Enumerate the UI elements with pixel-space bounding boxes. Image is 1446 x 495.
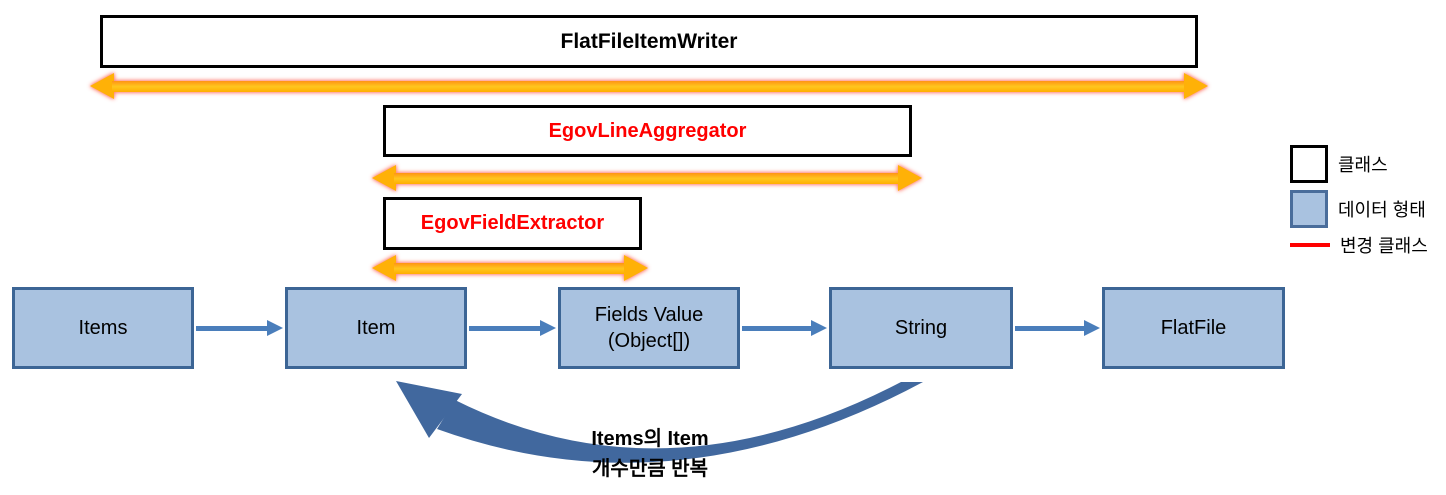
class-box-label: FlatFileItemWriter xyxy=(560,29,738,53)
arrow-bar xyxy=(742,325,811,331)
legend-label: 데이터 형태 xyxy=(1338,200,1426,220)
data-box-fields-value: Fields Value (Object[]) xyxy=(558,287,740,369)
loop-annotation-line1: Items의 Item xyxy=(591,428,709,450)
data-box-label: FlatFile xyxy=(1160,317,1227,339)
legend-label: 변경 클래스 xyxy=(1340,236,1428,256)
arrow-left-head-icon xyxy=(372,165,396,191)
class-box-egovfieldextractor: EgovFieldExtractor xyxy=(383,197,642,250)
data-box-items: Items xyxy=(12,287,194,369)
arrow-bar xyxy=(469,325,540,331)
arrow-head-icon xyxy=(540,320,556,336)
arrow-left-head-icon xyxy=(90,73,114,99)
data-box-label: Item xyxy=(356,317,396,339)
arrow-right-head-icon xyxy=(624,255,648,281)
span-arrow-flatfileitemwriter xyxy=(90,73,1208,99)
class-box-label: EgovFieldExtractor xyxy=(420,212,605,234)
span-arrow-egovfieldextractor xyxy=(372,255,648,281)
arrow-bar xyxy=(112,80,1186,92)
arrow-right-head-icon xyxy=(1184,73,1208,99)
flow-arrow-item-to-fieldsvalue xyxy=(469,320,556,336)
arrow-head-icon xyxy=(811,320,827,336)
data-box-flatfile: FlatFile xyxy=(1102,287,1285,369)
loop-annotation-line2: 개수만큼 반복 xyxy=(592,458,708,480)
arrow-bar xyxy=(394,262,626,274)
data-type-swatch-icon xyxy=(1290,190,1328,228)
legend-item-class: 클래스 xyxy=(1290,145,1388,183)
flow-arrow-fieldsvalue-to-string xyxy=(742,320,827,336)
arrow-bar xyxy=(1015,325,1084,331)
legend-item-data-type: 데이터 형태 xyxy=(1290,190,1426,228)
class-box-label: EgovLineAggregator xyxy=(548,119,747,142)
flow-arrow-items-to-item xyxy=(196,320,283,336)
class-swatch-icon xyxy=(1290,145,1328,183)
data-box-label: String xyxy=(894,317,948,339)
arrow-head-icon xyxy=(1084,320,1100,336)
arrow-left-head-icon xyxy=(372,255,396,281)
flow-arrow-string-to-flatfile xyxy=(1015,320,1100,336)
data-box-label-line2: (Object[]) xyxy=(607,330,691,352)
arrow-head-icon xyxy=(267,320,283,336)
loop-arrow-head-icon xyxy=(396,381,462,438)
arrow-right-head-icon xyxy=(898,165,922,191)
data-box-item: Item xyxy=(285,287,467,369)
data-box-label: Fields Value xyxy=(594,304,704,326)
data-box-label: Items xyxy=(78,317,128,339)
class-box-egovlineaggregator: EgovLineAggregator xyxy=(383,105,912,157)
loop-annotation: Items의 Item 개수만큼 반복 xyxy=(545,424,755,484)
legend-item-changed-class: 변경 클래스 xyxy=(1290,234,1428,256)
arrow-bar xyxy=(196,325,267,331)
span-arrow-egovlineaggregator xyxy=(372,165,922,191)
legend-label: 클래스 xyxy=(1338,155,1388,175)
changed-class-line-icon xyxy=(1290,243,1330,247)
arrow-bar xyxy=(394,172,900,184)
data-box-string: String xyxy=(829,287,1013,369)
class-box-flatfileitemwriter: FlatFileItemWriter xyxy=(100,15,1198,68)
